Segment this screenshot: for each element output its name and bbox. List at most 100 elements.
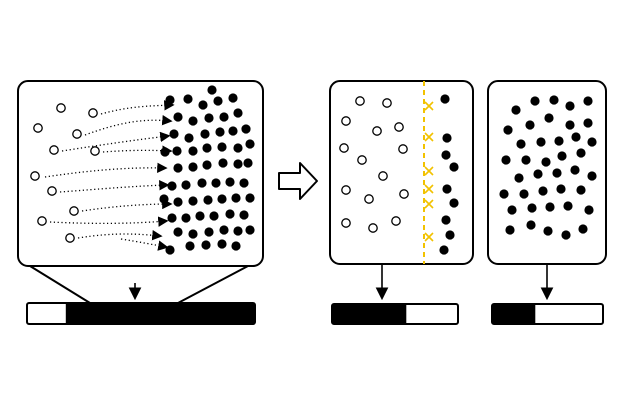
filled-particle <box>181 213 191 223</box>
level-bar-2-fill <box>332 304 407 324</box>
hollow-particle-group <box>30 103 100 243</box>
filled-particle <box>501 155 511 165</box>
filled-particle <box>533 169 543 179</box>
filled-particle <box>160 147 170 157</box>
filled-particle <box>536 137 546 147</box>
filled-particle <box>159 194 169 204</box>
filled-particle <box>442 133 452 143</box>
filled-particle <box>245 139 255 149</box>
hollow-particle <box>341 116 351 126</box>
filled-particle <box>514 173 524 183</box>
filled-particle <box>215 127 225 137</box>
filled-particle <box>565 101 575 111</box>
filled-particle <box>521 155 531 165</box>
filled-particle <box>185 241 195 251</box>
filled-particle <box>449 198 459 208</box>
filled-particle <box>213 96 223 106</box>
filled-particle <box>561 230 571 240</box>
migration-trail <box>81 198 173 212</box>
filled-particle <box>225 209 235 219</box>
filled-particle <box>503 125 513 135</box>
filled-particle <box>519 189 529 199</box>
filled-particle <box>231 241 241 251</box>
migration-trail <box>59 180 170 193</box>
filled-container-frame <box>487 80 607 265</box>
filled-particle <box>198 100 208 110</box>
filled-particle <box>173 163 183 173</box>
filled-particle <box>188 229 198 239</box>
mixed-container <box>17 80 264 325</box>
filled-particle <box>201 240 211 250</box>
filled-particle <box>184 133 194 143</box>
hollow-particle <box>357 155 367 165</box>
filled-particle <box>169 129 179 139</box>
filled-particle <box>530 96 540 106</box>
filled-particle <box>200 129 210 139</box>
filled-particle <box>541 157 551 167</box>
filled-particle <box>544 113 554 123</box>
filled-particle <box>202 160 212 170</box>
filled-particle <box>570 165 580 175</box>
x-mark-icon <box>424 184 434 194</box>
filled-particle <box>181 180 191 190</box>
hollow-particle <box>391 216 401 226</box>
mixed-container-frame <box>17 80 264 267</box>
filled-particle <box>505 225 515 235</box>
filled-particle <box>218 158 228 168</box>
filled-particle <box>167 181 177 191</box>
split-container-frame <box>329 80 474 265</box>
hollow-particle <box>37 216 47 226</box>
filled-particle <box>441 150 451 160</box>
filled-particle <box>217 194 227 204</box>
migration-trail <box>100 100 175 115</box>
hollow-particle <box>378 171 388 181</box>
filled-particle <box>188 162 198 172</box>
filled-particle <box>556 184 566 194</box>
hollow-particle <box>394 122 404 132</box>
hollow-particle <box>341 218 351 228</box>
filled-particle <box>188 116 198 126</box>
filled-particle <box>441 215 451 225</box>
filled-particle <box>440 94 450 104</box>
filled-particle <box>527 203 537 213</box>
hollow-particle <box>49 145 59 155</box>
filled-particle <box>225 177 235 187</box>
hollow-particle <box>339 143 349 153</box>
filled-particle <box>587 171 597 181</box>
filled-particle <box>549 95 559 105</box>
filled-particle <box>538 186 548 196</box>
filled-particle <box>207 85 217 95</box>
filled-particle-cluster <box>159 85 255 255</box>
filled-particle <box>228 93 238 103</box>
x-mark-icon <box>424 101 434 111</box>
migration-trail <box>61 131 171 152</box>
filled-particle <box>565 120 575 130</box>
filled-particle <box>204 113 214 123</box>
x-mark-icon <box>424 232 434 242</box>
filled-particle <box>228 126 238 136</box>
filled-particle <box>197 178 207 188</box>
filled-particle <box>563 201 573 211</box>
filled-particle <box>543 226 553 236</box>
filled-particle <box>445 230 455 240</box>
filled-particle <box>183 94 193 104</box>
filled-particle <box>571 132 581 142</box>
hollow-particle <box>56 103 66 113</box>
level-bar-3-fill <box>492 304 536 324</box>
filled-particle <box>217 142 227 152</box>
filled-particle <box>552 168 562 178</box>
filled-particle-group <box>499 95 597 240</box>
flow-arrow-icon <box>278 162 318 200</box>
filled-particle <box>173 227 183 237</box>
filled-particle <box>507 205 517 215</box>
filled-particle <box>209 211 219 221</box>
filled-particle <box>231 193 241 203</box>
filled-particle <box>245 193 255 203</box>
filled-particle <box>576 185 586 195</box>
filled-particle <box>233 159 243 169</box>
hollow-particle <box>47 186 57 196</box>
filled-particle <box>525 120 535 130</box>
hollow-particle <box>372 126 382 136</box>
hollow-particle <box>30 171 40 181</box>
x-mark-icon <box>424 166 434 176</box>
